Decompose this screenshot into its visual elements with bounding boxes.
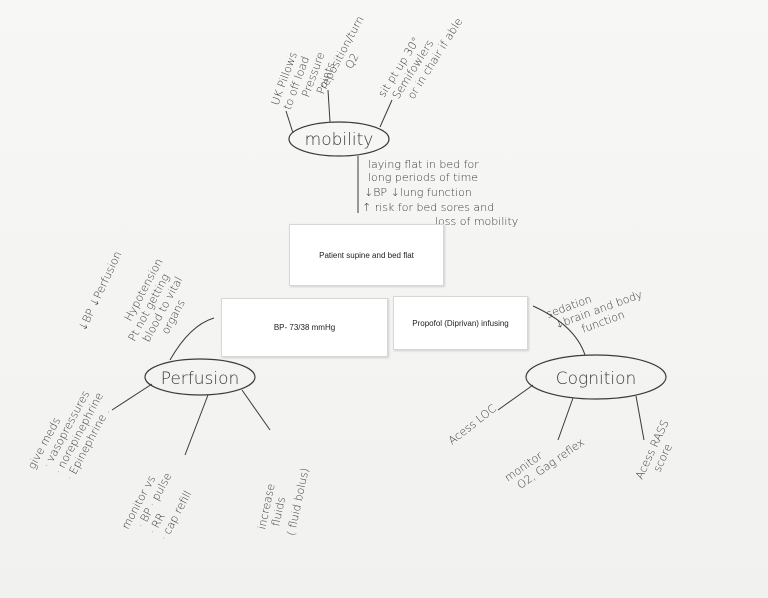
perfusion-cause-right: Hypotension Pt not getting blood to vita… (122, 256, 188, 344)
svg-text:fluids: fluids (269, 496, 288, 528)
perfusion-branch-meds: give meds · vasopressures · norepinephri… (25, 388, 112, 482)
perfusion-branch-monitor: monitor vs · BP · pulse · RR · cap refil… (119, 471, 194, 543)
cognition-branch-loc: Acess LOC (446, 402, 499, 448)
mobility-connector (285, 110, 294, 134)
cognition-title: Cognition (556, 369, 637, 389)
perfusion-connector (241, 389, 271, 431)
perfusion-connector (111, 383, 153, 411)
mobility-node (288, 121, 390, 157)
card-medication: Propofol (Diprivan) infusing (393, 296, 528, 350)
perfusion-connector (184, 394, 209, 456)
perfusion-node (144, 358, 256, 396)
cognition-connector (497, 384, 534, 411)
card-blood-pressure-text: BP- 73/38 mmHg (273, 323, 336, 332)
cognition-causes: sedation ↓brain and body function (545, 288, 644, 336)
cognition-branch-rass: Acess RASS score (633, 418, 675, 481)
cognition-connector (635, 395, 645, 441)
perfusion-connector (169, 317, 215, 361)
cognition-node (525, 354, 667, 400)
svg-text:↓BP ↓lung function: ↓BP ↓lung function (364, 186, 472, 199)
mobility-connector (327, 89, 331, 123)
svg-text:↓BP ↓Perfusion: ↓BP ↓Perfusion (76, 249, 124, 333)
mobility-title: mobility (305, 130, 374, 150)
perfusion-title: Perfusion (161, 369, 240, 389)
svg-text:↑ risk for bed sores and: ↑ risk for bed sores and (362, 201, 494, 214)
mobility-consequences: laying flat in bed for long periods of t… (362, 158, 518, 228)
svg-text:laying flat in bed for: laying flat in bed for (368, 158, 479, 171)
card-patient-status: Patient supine and bed flat (289, 224, 444, 286)
card-medication-text: Propofol (Diprivan) infusing (412, 318, 509, 328)
mobility-branch-sit-up: sit pt up 30° Semifowlers or in chair if… (376, 16, 466, 102)
svg-text:reposition/turn: reposition/turn (317, 14, 366, 92)
cognition-branch-monitor: monitor O2, Gag reflex (502, 436, 587, 492)
cognition-connector (557, 397, 574, 441)
perfusion-cause-left: ↓BP ↓Perfusion (76, 249, 124, 333)
svg-text:Q2: Q2 (343, 51, 362, 71)
svg-text:Acess LOC: Acess LOC (446, 402, 499, 448)
svg-text:long periods of time: long periods of time (368, 171, 478, 184)
svg-text:( fluid bolus): ( fluid bolus) (285, 467, 312, 537)
card-blood-pressure: BP- 73/38 mmHg (221, 298, 388, 357)
card-patient-status-text: Patient supine and bed flat (319, 250, 414, 260)
cognition-connector (532, 305, 586, 356)
svg-text:loss of mobility: loss of mobility (435, 215, 518, 228)
perfusion-branch-fluids: increase fluids ( fluid bolus) (255, 467, 312, 537)
mobility-connector (379, 99, 393, 128)
